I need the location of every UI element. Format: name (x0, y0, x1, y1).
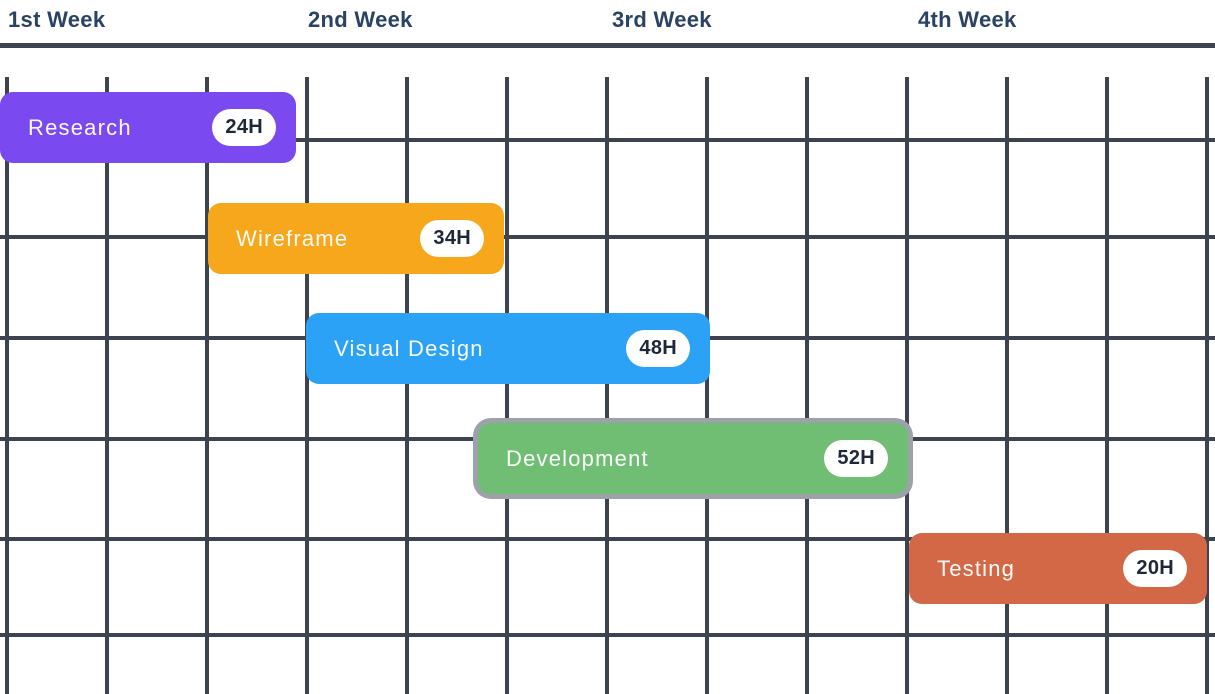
task-label: Development (506, 445, 649, 471)
task-bar-testing[interactable]: Testing 20H (909, 533, 1207, 604)
grid-line-vertical (1005, 77, 1009, 694)
task-label: Visual Design (334, 335, 484, 361)
task-bar-research[interactable]: Research 24H (0, 92, 296, 163)
task-label: Wireframe (236, 225, 349, 251)
header-divider-line (0, 43, 1215, 48)
grid-line-vertical (5, 77, 9, 694)
grid-line-vertical (1205, 77, 1209, 694)
task-hours-badge: 24H (212, 109, 276, 146)
week-header-4: 4th Week (918, 7, 1017, 32)
task-label: Testing (937, 555, 1016, 581)
task-hours-badge: 20H (1123, 550, 1187, 587)
grid-line-vertical (805, 77, 809, 694)
grid-line-vertical (505, 77, 509, 694)
task-bar-visual-design[interactable]: Visual Design 48H (306, 313, 710, 384)
task-hours-badge: 34H (420, 220, 484, 257)
grid-line-horizontal (0, 235, 1215, 239)
task-bar-wireframe[interactable]: Wireframe 34H (208, 203, 504, 274)
grid-line-horizontal (0, 537, 1215, 541)
task-hours-badge: 48H (626, 330, 690, 367)
grid-line-vertical (905, 77, 909, 694)
task-hours-badge: 52H (824, 440, 888, 477)
week-header-3: 3rd Week (612, 7, 712, 32)
grid-line-horizontal (0, 633, 1215, 637)
grid-line-vertical (605, 77, 609, 694)
grid-line-vertical (405, 77, 409, 694)
week-header-1: 1st Week (8, 7, 106, 32)
week-header-2: 2nd Week (308, 7, 413, 32)
grid-line-vertical (205, 77, 209, 694)
task-bar-development[interactable]: Development 52H (478, 423, 908, 494)
grid-line-vertical (305, 77, 309, 694)
grid-line-vertical (1105, 77, 1109, 694)
grid-line-horizontal (0, 138, 1215, 142)
grid-line-vertical (705, 77, 709, 694)
dependency-dashed-line (905, 418, 908, 614)
grid-line-vertical (105, 77, 109, 694)
task-label: Research (28, 114, 132, 140)
